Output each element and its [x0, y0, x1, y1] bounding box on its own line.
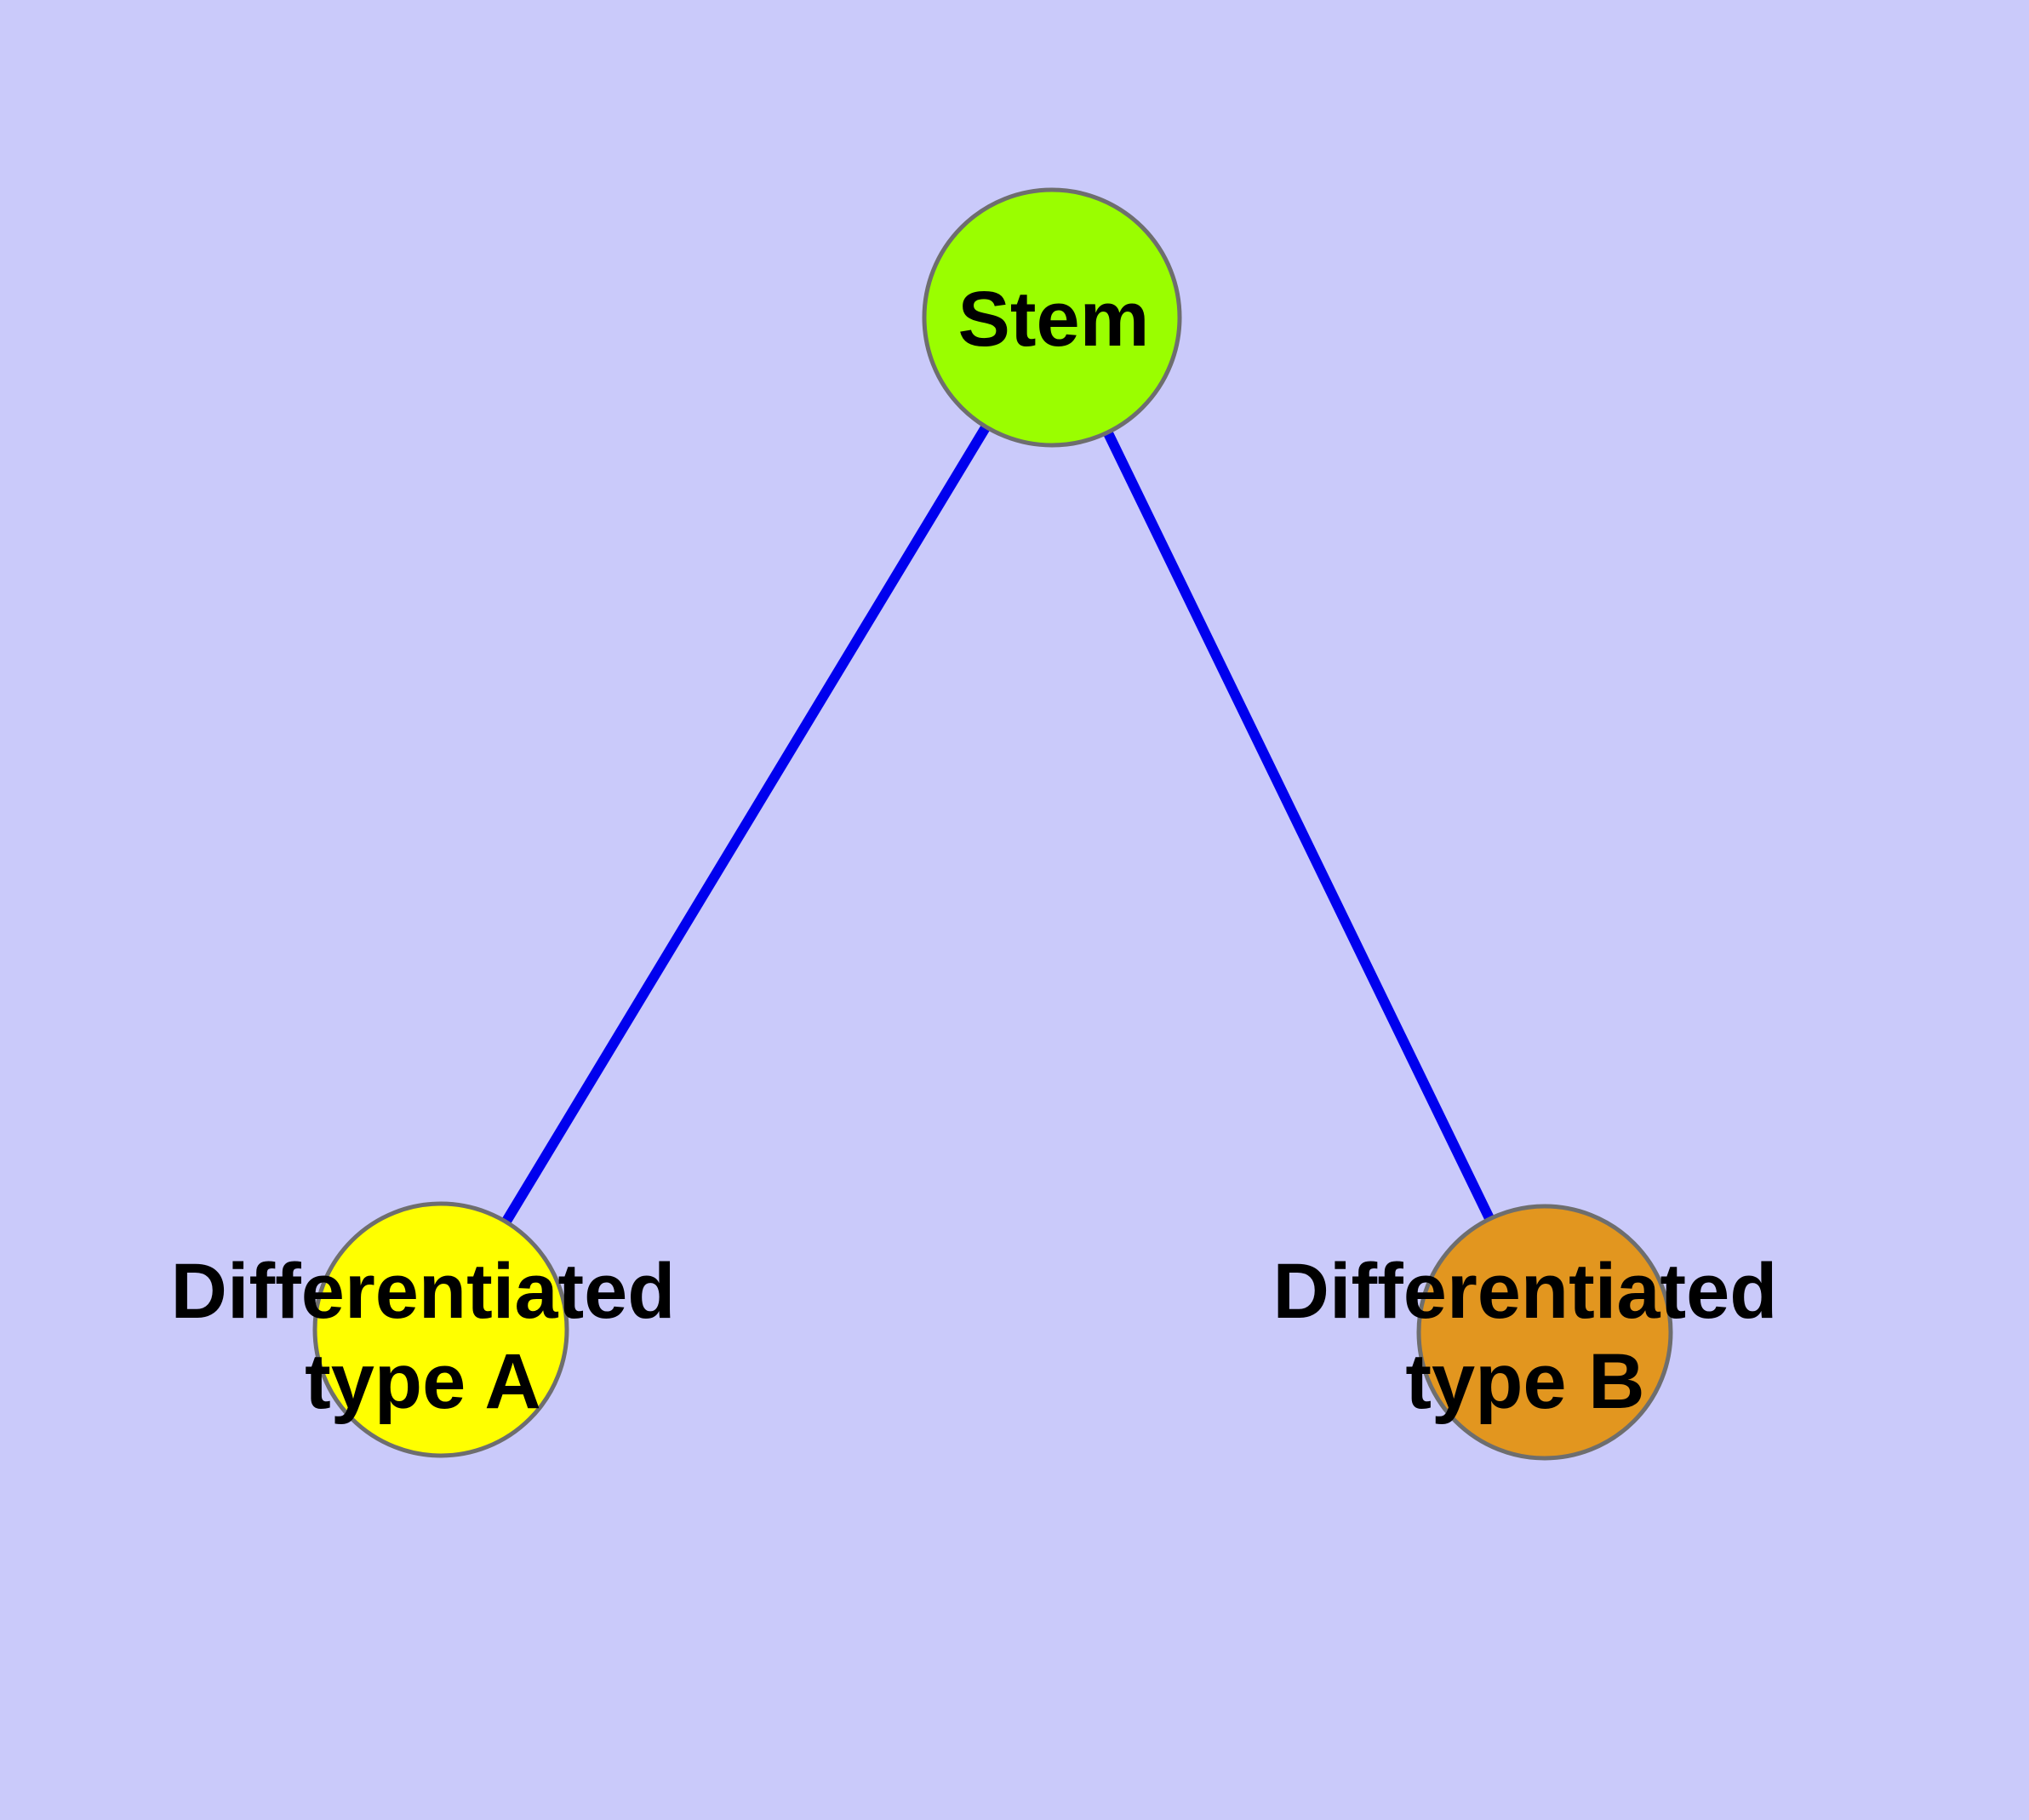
edge-stem-to-type-b [1047, 315, 1550, 1335]
stem-node-circle [922, 187, 1182, 448]
type-b-node-circle [1416, 1204, 1673, 1461]
type-a-node-circle [312, 1201, 569, 1458]
edge-stem-to-type-a [436, 314, 1057, 1333]
